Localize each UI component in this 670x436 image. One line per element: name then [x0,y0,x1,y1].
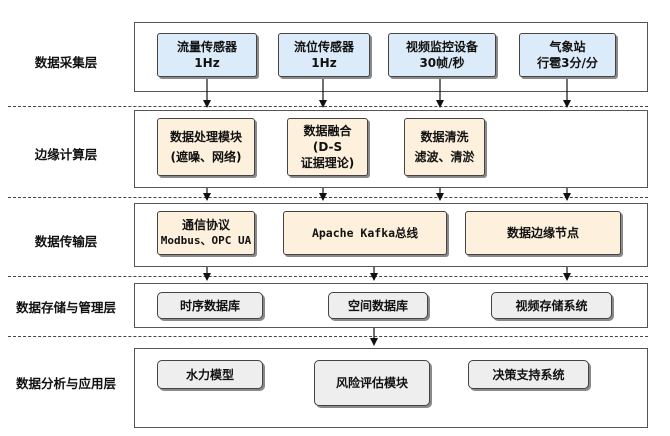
node-flow-sensor: 流量传感器 1Hz [157,33,257,77]
node-kafka-bus-title: Apache Kafka总线 [311,226,419,240]
node-risk-assessment: 风险评估模块 [314,360,430,406]
layer-label-transport: 数据传输层 [34,234,98,249]
node-video-camera: 视频监控设备 30帧/秒 [388,33,496,77]
node-data-cleaning-detail: 滤波、清淤 [414,150,475,164]
layer-label-acquisition: 数据采集层 [34,55,98,70]
node-data-processing-detail: (遮噪、网络) [170,150,242,164]
node-level-sensor: 流位传感器 1Hz [278,33,370,77]
node-video-camera-rate: 30帧/秒 [419,56,465,70]
node-weather-station-title: 气象站 [549,40,586,54]
node-data-processing-title: 数据处理模块 [169,130,242,144]
node-edge-node-title: 数据边缘节点 [506,226,579,240]
node-kafka-bus: Apache Kafka总线 [283,211,447,255]
node-timeseries-db-title: 时序数据库 [179,298,240,313]
node-spatial-db-title: 空间数据库 [347,298,408,313]
node-hydraulic-model: 水力模型 [157,360,263,389]
node-data-fusion-title: 数据融合 [303,124,352,138]
node-data-processing: 数据处理模块 (遮噪、网络) [157,118,255,176]
node-comm-protocol-detail: Modbus、OPC UA [160,234,252,247]
node-edge-node: 数据边缘节点 [465,211,621,255]
node-data-fusion-detail-2: 证据理论) [300,156,355,170]
layer-label-storage: 数据存储与管理层 [15,300,116,315]
node-data-cleaning-title: 数据清洗 [420,130,469,144]
node-video-storage: 视频存储系统 [491,292,612,319]
node-timeseries-db: 时序数据库 [157,292,263,319]
node-comm-protocol-title: 通信协议 [181,218,230,232]
layer-label-application: 数据分析与应用层 [15,376,116,391]
node-hydraulic-model-title: 水力模型 [185,367,234,382]
node-decision-support: 决策支持系统 [468,360,589,389]
node-data-fusion-detail-1: (D-S [312,140,343,154]
node-video-camera-title: 视频监控设备 [405,40,478,54]
node-level-sensor-rate: 1Hz [311,56,337,70]
node-video-storage-title: 视频存储系统 [515,298,588,313]
separator-2 [8,197,648,198]
node-weather-station: 气象站 行雹3分/分 [519,33,616,77]
node-comm-protocol: 通信协议 Modbus、OPC UA [157,211,255,255]
node-decision-support-title: 决策支持系统 [492,367,565,382]
node-flow-sensor-rate: 1Hz [194,56,220,70]
node-flow-sensor-title: 流量传感器 [176,40,237,54]
node-spatial-db: 空间数据库 [328,292,428,319]
node-data-cleaning: 数据清洗 滤波、清淤 [404,118,485,176]
separator-3 [8,276,648,277]
separator-1 [8,106,648,107]
layer-label-edge: 边缘计算层 [34,147,98,162]
node-data-fusion: 数据融合 (D-S 证据理论) [287,118,368,176]
separator-4 [8,336,648,337]
node-level-sensor-title: 流位传感器 [293,40,354,54]
node-weather-station-rate: 行雹3分/分 [537,56,598,70]
node-risk-assessment-title: 风险评估模块 [335,376,408,390]
